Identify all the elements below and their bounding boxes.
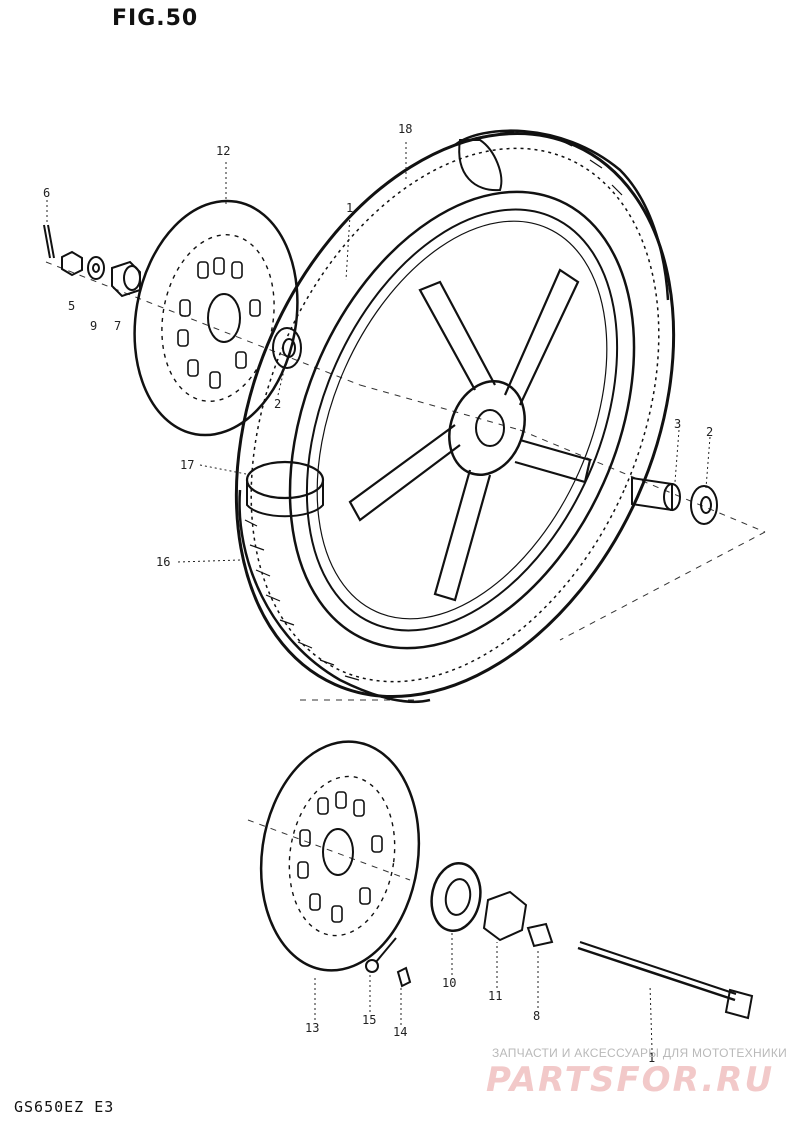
valve-stem-cap xyxy=(245,460,325,500)
disc-bolt xyxy=(396,966,412,988)
wheel-assembly xyxy=(234,129,676,704)
label-part-14: 14 xyxy=(393,1025,407,1039)
label-part-6: 6 xyxy=(43,186,50,200)
tire-tread-marks xyxy=(244,131,623,681)
label-part-10: 10 xyxy=(442,976,456,990)
label-part-8: 8 xyxy=(533,1009,540,1023)
brake-disc-lower xyxy=(259,740,421,972)
label-part-7: 7 xyxy=(114,319,121,333)
bearing-right xyxy=(690,485,718,525)
tire-sidewall xyxy=(238,489,431,704)
hardware-parts xyxy=(43,224,754,1020)
watermark-logo: PARTSFOR.RU xyxy=(486,1060,775,1100)
bearing-upper xyxy=(272,327,302,369)
label-part-2-upper: 2 xyxy=(274,397,281,411)
spacer-collar xyxy=(111,260,141,298)
watermark-tagline: ЗАПЧАСТИ И АКСЕССУАРЫ ДЛЯ МОТОТЕХНИКИ xyxy=(492,1046,788,1060)
label-part-5: 5 xyxy=(68,299,75,313)
label-part-12: 12 xyxy=(216,144,230,158)
label-part-axle: 1 xyxy=(648,1051,655,1065)
leader-lines xyxy=(46,142,711,1051)
front-axle xyxy=(577,946,736,1002)
label-part-17: 17 xyxy=(180,458,194,472)
cotter-pin xyxy=(43,224,55,259)
label-part-9: 9 xyxy=(90,319,97,333)
assembly-axis-lines xyxy=(45,261,766,881)
tire-tread-band xyxy=(250,147,660,683)
lock-washer xyxy=(365,959,379,973)
tire-outer xyxy=(234,131,676,699)
label-part-15: 15 xyxy=(362,1013,376,1027)
label-part-16: 16 xyxy=(156,555,170,569)
balance-weight xyxy=(458,139,503,192)
rim-inner xyxy=(305,208,619,632)
washer xyxy=(87,256,105,280)
brake-disc-upper xyxy=(133,199,299,437)
axle-nut xyxy=(61,250,83,277)
label-part-13: 13 xyxy=(305,1021,319,1035)
rim-lip xyxy=(316,220,608,620)
spacer-lower xyxy=(526,922,554,948)
dust-seal xyxy=(430,862,482,932)
tire-top xyxy=(454,129,670,301)
label-part-2-right: 2 xyxy=(706,425,713,439)
label-part-11: 11 xyxy=(488,989,502,1003)
wheel-spokes xyxy=(348,268,592,602)
part-number-labels: 1 2 2 3 5 6 7 8 9 10 11 12 13 14 15 16 1… xyxy=(43,122,713,1065)
rim-outer xyxy=(288,190,636,650)
label-part-18: 18 xyxy=(398,122,412,136)
label-part-1: 1 xyxy=(346,201,353,215)
figure-title: FIG.50 xyxy=(112,6,199,31)
label-part-3: 3 xyxy=(674,417,681,431)
hub-inner xyxy=(475,409,505,447)
speedometer-gearbox xyxy=(482,890,528,942)
model-code: GS650EZ E3 xyxy=(14,1098,115,1116)
